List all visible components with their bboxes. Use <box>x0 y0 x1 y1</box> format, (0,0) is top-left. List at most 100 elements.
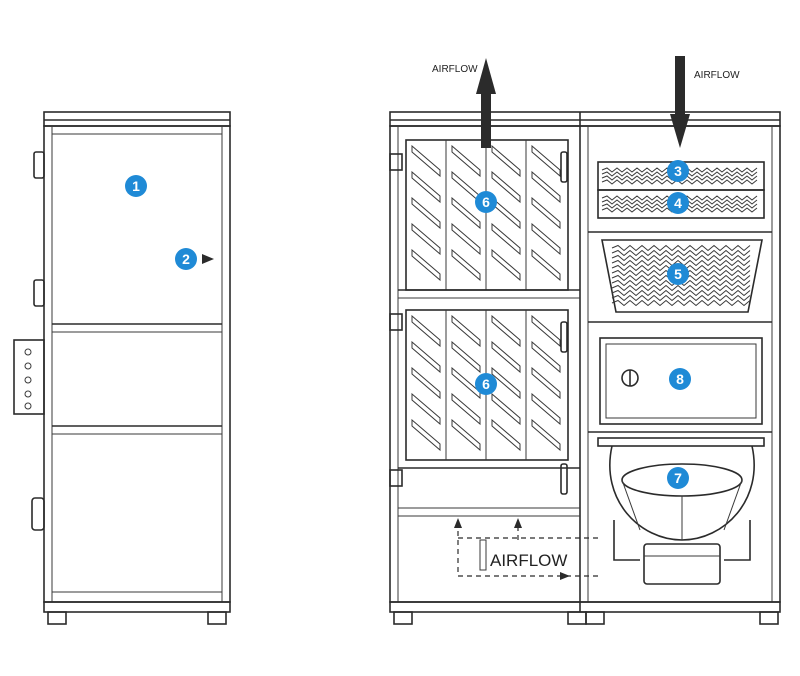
open-top-cap <box>389 111 781 127</box>
closed-cabinet-view <box>13 111 231 625</box>
pleat-panel <box>411 418 441 452</box>
pleat-panel <box>411 222 441 256</box>
internal-airflow-label: AIRFLOW <box>490 551 567 570</box>
callout-2: 2 <box>182 251 190 267</box>
exhaust-airflow-label: AIRFLOW <box>432 64 478 75</box>
connector-plate <box>13 339 45 415</box>
pleat-panel <box>531 196 561 230</box>
open-foot-2 <box>567 611 587 625</box>
pleat-panel <box>491 366 521 400</box>
pleat-panel <box>451 196 481 230</box>
pleat-panel <box>411 392 441 426</box>
pleat-panel <box>411 366 441 400</box>
pleat-panel <box>451 222 481 256</box>
open-cabinet-base <box>389 601 781 613</box>
callout-badge-icon: 6 <box>475 191 497 213</box>
callout-badge-icon: 4 <box>667 192 689 214</box>
callout-6-lower: 6 <box>482 376 490 392</box>
pleat-panel <box>491 418 521 452</box>
control-box-panel <box>605 343 757 419</box>
fan-blade-1 <box>621 479 641 531</box>
pleat-panel <box>491 248 521 282</box>
callout-1: 1 <box>132 178 140 194</box>
pleat-panel <box>451 248 481 282</box>
cartridge-handle-lower <box>560 321 568 353</box>
pleat-panel <box>411 248 441 282</box>
open-foot-1 <box>393 611 413 625</box>
open-foot-4 <box>759 611 779 625</box>
upward-arrow-icon <box>476 58 496 94</box>
plenum-slot <box>479 539 487 571</box>
callout-5: 5 <box>674 266 682 282</box>
cartridge-handle-upper <box>560 151 568 183</box>
pleat-panel <box>451 392 481 426</box>
open-cabinet-body <box>389 125 781 603</box>
prefilter-tray-bottom <box>597 189 765 219</box>
pleat-panel <box>451 314 481 348</box>
cartridge-pleats <box>411 144 561 452</box>
callout-badge-icon: 1 <box>125 175 147 197</box>
callout-badge-icon: 7 <box>667 467 689 489</box>
callout-7: 7 <box>674 470 682 486</box>
pleat-panel <box>491 170 521 204</box>
pleat-panel <box>451 418 481 452</box>
pleat-panel <box>531 314 561 348</box>
connector-port-1 <box>24 348 32 356</box>
cartridge-handle-bottom <box>560 463 568 495</box>
connector-port-3 <box>24 376 32 384</box>
pleat-panel <box>491 144 521 178</box>
hinge-middle <box>33 279 45 307</box>
pleat-panel <box>531 366 561 400</box>
fan-motor <box>643 543 721 585</box>
callout-badges: 1 2 3 4 5 6 6 7 <box>125 160 691 489</box>
intake-arrow-shaft <box>675 56 685 116</box>
pleat-panel <box>491 314 521 348</box>
callout-8: 8 <box>676 371 684 387</box>
cabinet-top-cap <box>43 111 231 127</box>
callout-badge-icon: 5 <box>667 263 689 285</box>
callout-badge-icon: 6 <box>475 373 497 395</box>
cabinet-body <box>43 125 231 603</box>
cartridge-rack-lower <box>405 309 569 461</box>
door-handle <box>31 497 45 531</box>
exhaust-airflow: AIRFLOW <box>432 58 496 148</box>
pleat-panel <box>411 144 441 178</box>
pleat-panel <box>531 392 561 426</box>
pleat-panel <box>411 314 441 348</box>
intake-airflow: AIRFLOW <box>670 56 740 148</box>
pleat-panel <box>411 196 441 230</box>
left-hinge-1 <box>389 153 403 171</box>
open-cabinet-view: AIRFLOW <box>389 111 781 625</box>
callout-badge-icon: 2 <box>175 248 197 270</box>
callout-4: 4 <box>674 195 682 211</box>
intake-airflow-label: AIRFLOW <box>694 70 740 81</box>
pleat-panel <box>411 170 441 204</box>
open-foot-3 <box>585 611 605 625</box>
fan-bracket-right <box>724 520 751 561</box>
callout-badge-icon: 8 <box>669 368 691 390</box>
internal-upward-arrow-icon-2 <box>514 518 522 528</box>
pleat-panel <box>451 340 481 374</box>
foot-right <box>207 611 227 625</box>
pleat-panel <box>451 144 481 178</box>
connector-port-4 <box>24 390 32 398</box>
callout-3: 3 <box>674 163 682 179</box>
pleat-panel <box>491 392 521 426</box>
pleat-panel <box>531 170 561 204</box>
bag-filter-housing <box>601 239 763 313</box>
pleat-panel <box>531 144 561 178</box>
left-hinge-2 <box>389 313 403 331</box>
pleat-panel <box>531 222 561 256</box>
downward-arrow-icon <box>670 114 690 148</box>
latch-pointer-icon <box>202 254 214 264</box>
pleat-panel <box>531 418 561 452</box>
pleat-panel <box>531 340 561 374</box>
callout-6-upper: 6 <box>482 194 490 210</box>
pleat-panel <box>451 170 481 204</box>
control-box-housing <box>599 337 763 425</box>
connector-port-2 <box>24 362 32 370</box>
hinge-upper <box>33 151 45 179</box>
pleat-panel <box>451 366 481 400</box>
cabinet-base <box>43 601 231 613</box>
